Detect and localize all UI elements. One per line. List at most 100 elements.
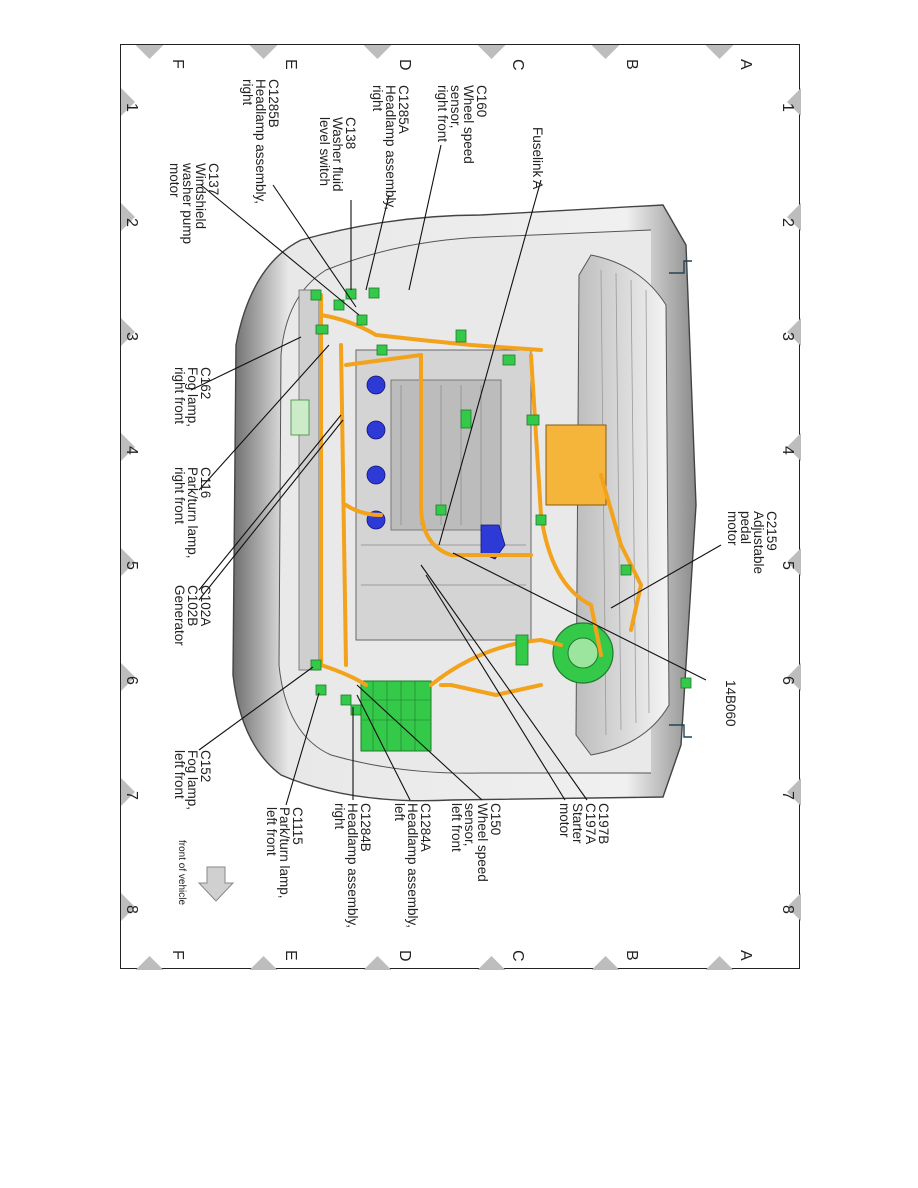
grid-letter-bottom-e: E bbox=[282, 950, 299, 961]
hatched-box bbox=[290, 399, 310, 436]
border-triangle-right bbox=[787, 318, 801, 346]
leader-c162 bbox=[190, 336, 302, 391]
front-of-vehicle-indicator: front of vehicle bbox=[176, 840, 235, 905]
grid-number-left-3: 3 bbox=[123, 332, 140, 341]
label-c116: C116 Park/turn lamp, right front bbox=[172, 467, 213, 562]
leader-c152 bbox=[198, 666, 314, 751]
border-triangle-bottom bbox=[135, 956, 164, 970]
label-c2159: C2159 Adjustable pedal motor bbox=[725, 511, 779, 578]
grid-letter-bottom-d: D bbox=[396, 950, 413, 962]
border-triangle-bottom bbox=[249, 956, 278, 970]
grid-letter-bottom-c: C bbox=[509, 950, 526, 962]
label-c197: C197B C197A Starter motor bbox=[557, 803, 611, 848]
grid-number-left-6: 6 bbox=[123, 676, 140, 685]
leader-c1285b bbox=[272, 184, 357, 308]
border-triangle-top bbox=[477, 45, 506, 59]
engine-compartment-diagram: A B C D E F A B C D E F 1 2 3 4 5 6 7 8 … bbox=[121, 45, 801, 970]
label-c137: C137 Windshield washer pump motor bbox=[167, 162, 221, 248]
leader-c137 bbox=[200, 184, 360, 316]
front-of-vehicle-label: front of vehicle bbox=[176, 840, 187, 905]
leader-c1115 bbox=[285, 692, 320, 806]
leader-c1285a bbox=[365, 194, 390, 291]
leader-c160 bbox=[408, 144, 442, 291]
border-triangle-right bbox=[787, 88, 801, 116]
grid-number-right-1: 1 bbox=[779, 103, 796, 112]
border-triangle-bottom bbox=[363, 956, 392, 970]
border-triangle-bottom bbox=[705, 956, 734, 970]
border-triangle-right bbox=[787, 893, 801, 921]
radiator-support bbox=[298, 289, 320, 671]
leader-c197b bbox=[420, 564, 588, 801]
front-arrow-icon bbox=[197, 866, 235, 902]
grid-number-left-7: 7 bbox=[123, 791, 140, 800]
border-triangle-left bbox=[121, 778, 135, 806]
border-triangle-bottom bbox=[477, 956, 506, 970]
leader-c102b bbox=[198, 414, 342, 591]
leader-14b060 bbox=[452, 552, 707, 681]
leader-c1284a bbox=[356, 694, 411, 801]
grid-number-left-1: 1 bbox=[123, 103, 140, 112]
grid-letter-top-f: F bbox=[169, 59, 186, 69]
battery-junction-box bbox=[360, 680, 432, 752]
border-triangle-bottom bbox=[591, 956, 620, 970]
label-c1284b: C1284B Headlamp assembly, right bbox=[332, 803, 373, 932]
cowl-brackets bbox=[669, 260, 692, 738]
grid-number-right-3: 3 bbox=[779, 332, 796, 341]
border-triangle-top bbox=[591, 45, 620, 59]
grid-letter-top-a: A bbox=[737, 59, 754, 70]
pedal-motor-module bbox=[545, 424, 607, 506]
border-triangle-right bbox=[787, 663, 801, 691]
grid-number-left-5: 5 bbox=[123, 561, 140, 570]
border-triangle-top bbox=[249, 45, 278, 59]
grid-number-right-6: 6 bbox=[779, 676, 796, 685]
grid-number-right-8: 8 bbox=[779, 905, 796, 914]
label-c138: C138 Washer fluid level switch bbox=[317, 117, 358, 195]
border-triangle-left bbox=[121, 548, 135, 576]
label-c152: C152 Fog lamp, left front bbox=[172, 750, 213, 814]
label-c102: C102A C102B Generator bbox=[172, 585, 213, 646]
border-triangle-left bbox=[121, 663, 135, 691]
border-triangles bbox=[121, 45, 801, 970]
border-triangle-right bbox=[787, 433, 801, 461]
label-c1285a: C1285A Headlamp assembly, right bbox=[370, 85, 411, 214]
leader-c116 bbox=[198, 344, 330, 491]
grid-number-right-2: 2 bbox=[779, 218, 796, 227]
grid-letter-top-e: E bbox=[282, 59, 299, 70]
grid-letter-top-c: C bbox=[509, 59, 526, 71]
leader-c2159 bbox=[610, 544, 722, 609]
grid-number-left-4: 4 bbox=[123, 446, 140, 455]
border-triangle-left bbox=[121, 893, 135, 921]
border-triangle-left bbox=[121, 318, 135, 346]
grid-letter-bottom-f: F bbox=[169, 950, 186, 960]
vehicle-front-end bbox=[232, 204, 697, 802]
diagram-frame: A B C D E F A B C D E F 1 2 3 4 5 6 7 8 … bbox=[120, 44, 801, 970]
grid-letter-bottom-a: A bbox=[737, 950, 754, 961]
label-c1285b: C1285B Headlamp assembly, right bbox=[240, 79, 281, 208]
label-c1115: C1115 Park/turn lamp, left front bbox=[264, 807, 305, 902]
grid-number-left-8: 8 bbox=[123, 905, 140, 914]
leader-c197a bbox=[425, 574, 566, 801]
border-triangle-right bbox=[787, 778, 801, 806]
border-triangle-left bbox=[121, 88, 135, 116]
grid-number-left-2: 2 bbox=[123, 218, 140, 227]
grid-number-right-5: 5 bbox=[779, 561, 796, 570]
border-triangle-top bbox=[705, 45, 734, 59]
leader-c102a bbox=[198, 419, 344, 601]
label-c1284a: C1284A Headlamp assembly, left bbox=[392, 803, 433, 932]
leader-c150 bbox=[356, 684, 483, 801]
border-triangle-top bbox=[363, 45, 392, 59]
border-triangle-left bbox=[121, 433, 135, 461]
grid-number-right-4: 4 bbox=[779, 446, 796, 455]
callout-labels: Fuselink A C160 Wheel speed sensor, righ… bbox=[167, 79, 779, 932]
grid-letter-top-b: B bbox=[623, 59, 640, 70]
border-triangle-left bbox=[121, 203, 135, 231]
label-c150: C150 Wheel speed sensor, left front bbox=[449, 803, 503, 886]
leader-fuselink-a bbox=[438, 179, 542, 546]
label-14b060: 14B060 bbox=[723, 680, 738, 727]
grid-labels: A B C D E F A B C D E F 1 2 3 4 5 6 7 8 … bbox=[123, 59, 796, 962]
border-triangle-right bbox=[787, 548, 801, 576]
label-c162: C162 Fog lamp, right front bbox=[172, 367, 213, 431]
connectors bbox=[310, 287, 692, 716]
border-triangle-top bbox=[135, 45, 164, 59]
label-c160: C160 Wheel speed sensor, right front bbox=[435, 85, 489, 168]
